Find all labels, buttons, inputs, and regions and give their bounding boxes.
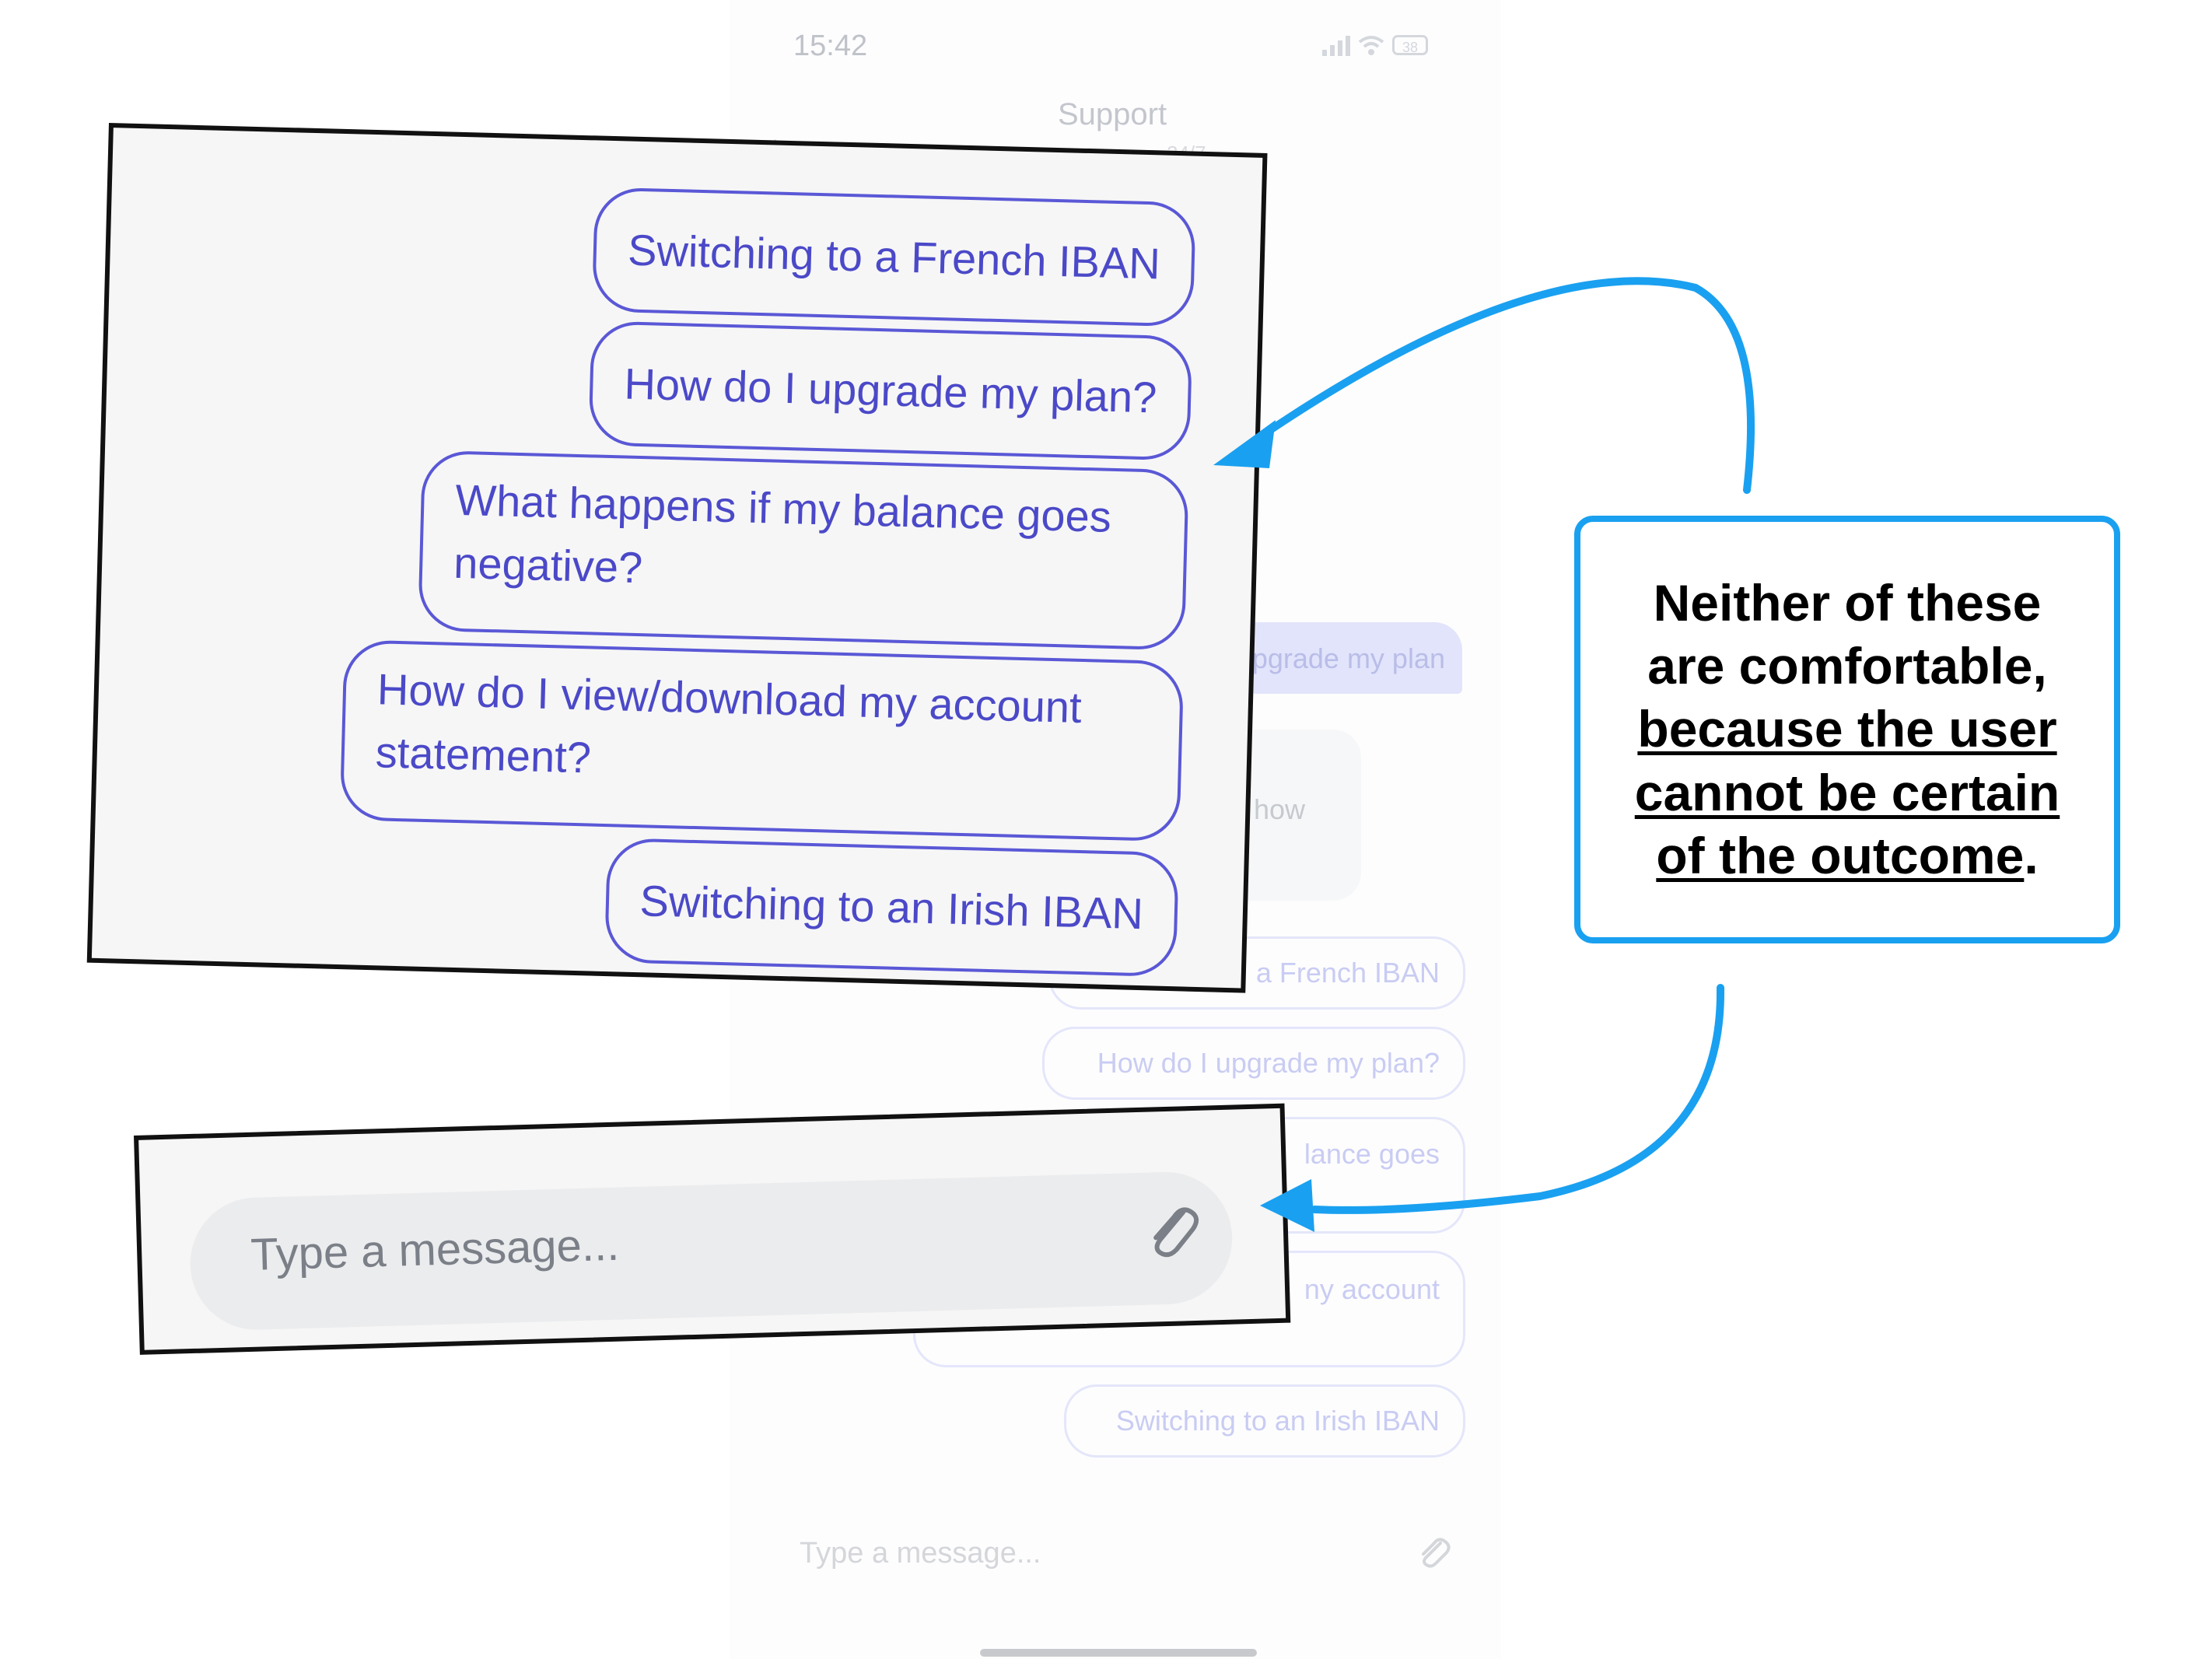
- user-message-bubble: [1229, 622, 1462, 694]
- callout-line-emphasis: of the outcome: [1656, 826, 2025, 884]
- battery-icon: 38: [1392, 35, 1428, 55]
- home-indicator: [980, 1649, 1257, 1657]
- suggestion-chip-faded[interactable]: How do I upgrade my plan?: [1042, 1027, 1465, 1100]
- callout-line-emphasis: cannot be certain: [1634, 763, 2060, 821]
- input-zoom-card: Type a message...: [134, 1103, 1291, 1355]
- user-message-text: How do I upgrade my plan?: [1243, 642, 1445, 674]
- wifi-icon: [1358, 36, 1384, 55]
- callout-line-emphasis: because the user: [1637, 700, 2057, 758]
- suggestion-chip-faded[interactable]: Switching to an Irish IBAN: [1064, 1384, 1465, 1458]
- suggestion-chip[interactable]: How do I view/download my account statem…: [339, 639, 1185, 842]
- message-input-placeholder: Type a message...: [250, 1219, 620, 1280]
- header-title: Support: [1058, 97, 1167, 131]
- suggestion-chip[interactable]: How do I upgrade my plan?: [588, 320, 1193, 461]
- suggestion-chip[interactable]: What happens if my balance goes negative…: [418, 450, 1189, 651]
- suggestion-chip[interactable]: Switching to an Irish IBAN: [604, 838, 1179, 978]
- paperclip-icon[interactable]: [1414, 1532, 1453, 1571]
- callout-period: .: [2024, 826, 2039, 884]
- suggestions-zoom-card: Switching to a French IBAN How do I upgr…: [86, 123, 1268, 993]
- status-time: 15:42: [793, 30, 868, 62]
- paperclip-icon[interactable]: [1143, 1198, 1203, 1265]
- callout-line: Neither of these: [1653, 574, 2042, 632]
- suggestion-chip-faded[interactable]: a French IBAN: [1048, 936, 1465, 1010]
- signal-icon: [1322, 34, 1350, 56]
- callout-line: are comfortable,: [1647, 637, 2047, 695]
- message-input-faded[interactable]: Type a message...: [800, 1537, 1041, 1570]
- status-icons: 38: [1322, 34, 1428, 56]
- annotation-callout: Neither of these are comfortable, becaus…: [1574, 516, 2120, 943]
- suggestion-chip[interactable]: Switching to a French IBAN: [592, 187, 1196, 327]
